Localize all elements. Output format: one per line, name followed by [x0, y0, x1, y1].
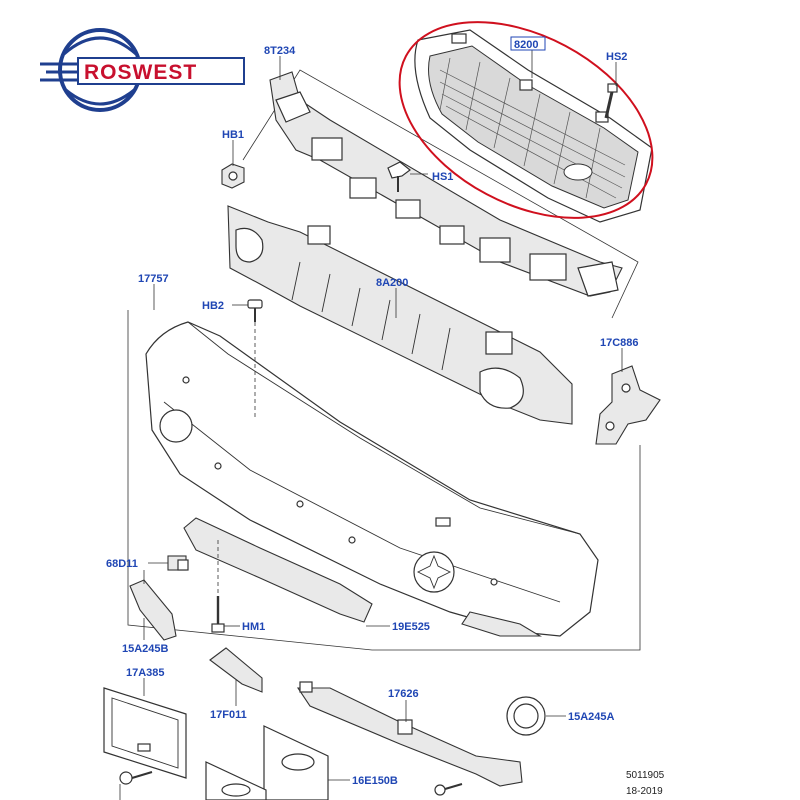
clip-hs1 [387, 161, 411, 192]
label-hs1[interactable]: HS1 [432, 171, 453, 183]
licence-plate-bracket [103, 687, 187, 779]
logo-arc-icon [65, 88, 135, 106]
label-hb2[interactable]: HB2 [202, 300, 224, 312]
reference-code: 18-2019 [626, 786, 663, 797]
screw-hs2 [604, 83, 618, 119]
badge-oval-icon [281, 753, 315, 771]
label-19e525[interactable]: 19E525 [392, 621, 430, 633]
lower-screw [434, 783, 463, 796]
label-8a200[interactable]: 8A200 [376, 277, 408, 289]
leader-lines [119, 50, 623, 800]
plate-screw [119, 771, 153, 785]
nut-hb1 [221, 163, 245, 189]
label-17626[interactable]: 17626 [388, 688, 419, 700]
tow-cover-17f011 [209, 647, 263, 693]
label-8200[interactable]: 8200 [514, 39, 538, 51]
upper-assembly-frame [242, 69, 639, 319]
logo-arc-icon [63, 36, 137, 56]
reference-number: 5011905 [626, 770, 665, 781]
lower-trim-17626 [296, 681, 523, 787]
lower-spoiler [183, 517, 373, 623]
grille-highlight-ellipse [398, 21, 654, 219]
label-hs2[interactable]: HS2 [606, 51, 627, 63]
fog-lamp-left-icon [159, 409, 193, 443]
label-17757[interactable]: 17757 [138, 273, 169, 285]
bumper-assembly-frame [127, 310, 641, 651]
label-17a385[interactable]: 17A385 [126, 667, 165, 679]
clip-68d11 [167, 555, 189, 571]
selected-part-box [510, 36, 546, 51]
bracket-15a245b [129, 579, 177, 641]
bolt-hb2 [247, 299, 263, 322]
label-8t234[interactable]: 8T234 [264, 45, 296, 57]
ring-15a245a [506, 696, 546, 736]
label-hm1[interactable]: HM1 [242, 621, 265, 633]
label-17f011[interactable]: 17F011 [210, 709, 247, 721]
bumper-cover [145, 321, 599, 637]
label-hb1[interactable]: HB1 [222, 129, 244, 141]
label-15a245a[interactable]: 15A245A [568, 711, 615, 723]
upper-crash-beam [269, 71, 623, 297]
tow-eye-cover-icon [413, 551, 455, 593]
brand-logo: ROSWEST [40, 28, 245, 112]
label-16e150b[interactable]: 16E150B [352, 775, 398, 787]
label-15a245b[interactable]: 15A245B [122, 643, 169, 655]
label-68d11[interactable]: 68D11 [106, 558, 138, 570]
badge-plate [205, 725, 329, 800]
bolt-hm1 [211, 596, 225, 633]
front-grille [414, 29, 653, 223]
bracket-17c886 [595, 365, 661, 445]
logo-text: ROSWEST [84, 61, 197, 84]
grille-badge-icon [563, 163, 593, 181]
impact-bar [227, 205, 573, 425]
label-17c886[interactable]: 17C886 [600, 337, 639, 349]
